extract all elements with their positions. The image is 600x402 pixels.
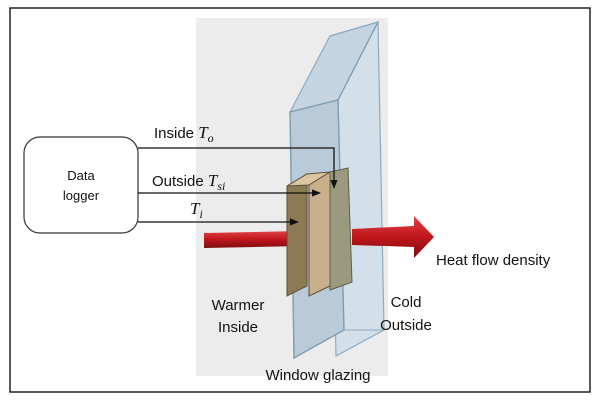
label-outside-tsi-prefix: Outside (152, 173, 208, 190)
warm-side-label-line1: Warmer (212, 297, 265, 314)
label-inside-to-symbol: T (198, 123, 209, 142)
heat-flow-arrow-tail (204, 231, 300, 248)
label-outside-tsi-symbol: T (208, 171, 219, 190)
label-outside-tsi: Outside Tsi (152, 171, 225, 193)
heat-flow-arrow-head (352, 216, 434, 258)
sensor-outside-block (329, 167, 353, 291)
label-ti-symbol: T (190, 199, 201, 218)
data-logger-label-line2: logger (63, 188, 100, 203)
data-logger-label-line1: Data (67, 168, 95, 183)
sensor-inside-side (286, 173, 308, 297)
window-glazing-label: Window glazing (265, 367, 370, 384)
label-inside-to-subscript: o (208, 131, 214, 145)
label-outside-tsi-subscript: si (217, 179, 225, 193)
warm-side-label-line2: Inside (218, 319, 258, 336)
label-ti-subscript: i (199, 207, 202, 221)
label-inside-to: Inside To (154, 123, 214, 145)
label-inside-to-prefix: Inside (154, 125, 198, 142)
cold-side-label-line2: Outside (380, 317, 432, 334)
cold-side-label-line1: Cold (391, 294, 422, 311)
glazing-edge-line (337, 21, 379, 101)
label-ti: Ti (190, 199, 203, 221)
sensor-inside-front (308, 171, 331, 297)
wire-inside-to (138, 147, 338, 189)
heat-flow-label: Heat flow density (436, 252, 551, 269)
data-logger-box (23, 136, 139, 234)
